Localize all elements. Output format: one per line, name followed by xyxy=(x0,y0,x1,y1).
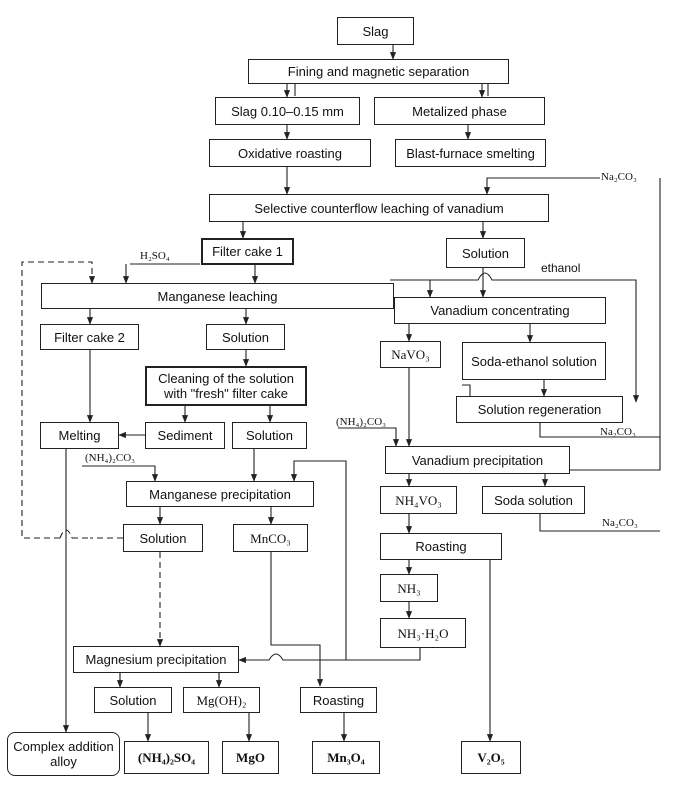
node-nh3h2o: NH₃·H₂O xyxy=(380,618,466,648)
node-nh4-2so4: (NH₄)₂SO₄ xyxy=(124,741,209,774)
label-ethanol: ethanol xyxy=(541,261,581,275)
arrow-nh3h2o-to-mg-precip xyxy=(238,648,421,664)
node-mgoh2: Mg(OH)₂ xyxy=(183,687,260,713)
node-fining-magnetic-separation: Fining and magnetic separation xyxy=(248,59,509,84)
arrow-na2co3-to-leaching xyxy=(483,177,600,195)
node-oxidative-roasting: Oxidative roasting xyxy=(209,139,371,167)
node-cleaning-solution: Cleaning of the solution with "fresh" fi… xyxy=(145,366,307,406)
node-solution-clean: Solution xyxy=(232,422,307,449)
node-slag: Slag xyxy=(337,17,414,45)
node-manganese-precipitation: Manganese precipitation xyxy=(126,481,314,507)
node-melting: Melting xyxy=(40,422,119,449)
label-nh4co3-right: (NH₄)₂CO₃ xyxy=(336,416,386,428)
label-h2so4: H₂SO₄ xyxy=(140,250,170,262)
arrow-soda-to-na2co3 xyxy=(539,514,660,532)
dashed-hop xyxy=(59,529,90,539)
arrow-recycle-to-mn-precip xyxy=(290,460,347,660)
node-mnco3: MnCO₃ xyxy=(233,524,308,552)
node-nh3: NH₃ xyxy=(380,574,438,602)
arrow-nh4co3-to-vprecip xyxy=(338,427,400,447)
label-na2co3-low: Na₂CO₃ xyxy=(602,517,638,529)
node-manganese-leaching: Manganese leaching xyxy=(41,283,394,309)
node-slag-fraction: Slag 0.10–0.15 mm xyxy=(215,97,360,125)
node-solution-mn: Solution xyxy=(206,324,285,350)
label-na2co3-top: Na₂CO₃ xyxy=(601,171,637,183)
node-magnesium-precipitation: Magnesium precipitation xyxy=(73,646,239,673)
node-soda-ethanol-solution: Soda-ethanol solution xyxy=(462,342,606,380)
node-solution-v: Solution xyxy=(446,238,525,268)
node-roasting-mn: Roasting xyxy=(300,687,377,713)
node-solution-regeneration: Solution regeneration xyxy=(456,396,623,423)
node-solution-mg: Solution xyxy=(94,687,172,713)
node-solution-after-mn: Solution xyxy=(123,524,203,552)
node-mgo: MgO xyxy=(222,741,279,774)
line-mg-split xyxy=(119,673,220,686)
arrow-na2co3-to-regen xyxy=(539,423,660,438)
ethanol-line xyxy=(390,272,640,403)
node-metalized-phase: Metalized phase xyxy=(374,97,545,125)
node-soda-solution: Soda solution xyxy=(482,486,585,514)
node-vanadium-precipitation: Vanadium precipitation xyxy=(385,446,570,474)
label-nh4co3-left: (NH₄)₂CO₃ xyxy=(85,452,135,464)
node-roasting-v: Roasting xyxy=(380,533,502,560)
na2co3-recycle-top xyxy=(540,178,661,471)
label-na2co3-mid: Na₂CO₃ xyxy=(600,426,636,438)
arrow-h2so4-to-mn-leaching xyxy=(126,263,200,283)
node-selective-leaching: Selective counterflow leaching of vanadi… xyxy=(209,194,549,222)
dashed-recycle-loop xyxy=(21,261,123,539)
node-mn3o4: Mn₃O₄ xyxy=(312,741,380,774)
node-complex-addition-alloy: Complex addition alloy xyxy=(7,732,120,776)
node-filter-cake-2: Filter cake 2 xyxy=(40,324,139,350)
node-vanadium-concentrating: Vanadium concentrating xyxy=(394,297,606,324)
node-navo3: NaVO₃ xyxy=(380,341,441,368)
node-sediment: Sediment xyxy=(145,422,225,449)
node-nh4vo3: NH₄VO₃ xyxy=(380,486,457,514)
node-blast-furnace-smelting: Blast-furnace smelting xyxy=(395,139,546,167)
node-v2o5: V₂O₅ xyxy=(461,741,521,774)
arrow-fining-split xyxy=(294,84,489,96)
node-filter-cake-1: Filter cake 1 xyxy=(201,238,294,265)
arrow-nh4co3-to-mn-precip xyxy=(82,465,159,482)
line-mnco3-to-roasting xyxy=(270,552,324,687)
